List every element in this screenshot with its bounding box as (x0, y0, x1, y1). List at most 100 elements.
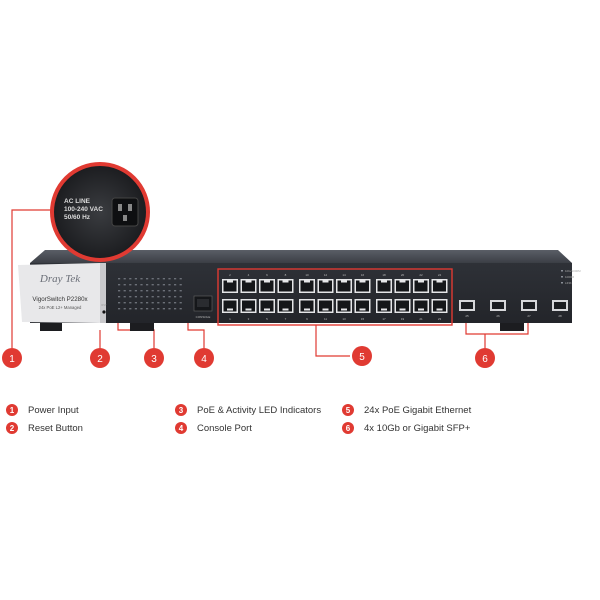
port-number: 8 (285, 273, 287, 277)
port-number: 3 (248, 317, 250, 321)
legend-label: 4x 10Gb or Gigabit SFP+ (364, 422, 471, 434)
ethernet-port (240, 299, 257, 313)
inset-line-1: AC LINE (64, 198, 91, 205)
led-dot (140, 284, 143, 286)
legend-label: Reset Button (28, 422, 83, 434)
led-dot (129, 296, 132, 298)
ethernet-port (354, 279, 371, 293)
led-dot (179, 278, 182, 280)
svg-text:4: 4 (201, 354, 207, 365)
port-number: 13 (342, 317, 346, 321)
callout-badge-2: 2 (90, 348, 110, 368)
model-subtitle: 24x PoE L2+ Managed (39, 305, 82, 310)
led-dot (168, 284, 171, 286)
ethernet-port (240, 279, 257, 293)
legend-item-poe-ethernet: 5 24x PoE Gigabit Ethernet (342, 402, 471, 418)
led-dot (129, 290, 132, 292)
led-dot (179, 308, 182, 310)
led-dot (151, 302, 154, 304)
led-dot (157, 308, 160, 310)
led-dot (179, 284, 182, 286)
ethernet-port (431, 279, 448, 293)
sfp-number: 28 (558, 314, 562, 318)
led-dot (174, 284, 177, 286)
legend-label: Console Port (197, 422, 252, 434)
status-led: LINK (561, 281, 572, 285)
legend-badge: 4 (175, 422, 187, 434)
svg-text:LINK: LINK (565, 281, 572, 285)
port-number: 21 (419, 317, 423, 321)
ethernet-port (394, 299, 411, 313)
led-dot (168, 302, 171, 304)
port-number: 2 (229, 273, 231, 277)
port-number: 18 (382, 273, 386, 277)
legend-label: PoE & Activity LED Indicators (197, 404, 322, 416)
led-dot (129, 302, 132, 304)
svg-text:5: 5 (359, 352, 365, 363)
led-dot (123, 290, 126, 292)
console-label: CONSOLE (196, 315, 211, 319)
reset-label: RST (101, 303, 107, 307)
legend-badge: 5 (342, 404, 354, 416)
led-dot (162, 284, 165, 286)
led-dot (146, 302, 149, 304)
led-dot (140, 296, 143, 298)
led-indicators (118, 278, 182, 310)
port-number: 7 (285, 317, 287, 321)
legend-item-console-port: 4 Console Port (175, 420, 252, 436)
brand-logo: Dray Tek (39, 273, 81, 285)
led-dot (123, 296, 126, 298)
port-number: 12 (324, 273, 328, 277)
svg-text:1000M: 1000M (565, 275, 575, 279)
led-dot (157, 290, 160, 292)
inset-line-3: 50/60 Hz (64, 214, 91, 221)
ethernet-port-grid (222, 279, 448, 313)
legend-badge: 2 (6, 422, 18, 434)
port-number: 15 (361, 317, 365, 321)
ethernet-port (317, 279, 334, 293)
port-number: 19 (401, 317, 405, 321)
led-dot (174, 290, 177, 292)
led-dot (118, 290, 121, 292)
led-dot (162, 302, 165, 304)
led-dot (151, 308, 154, 310)
led-dot (140, 290, 143, 292)
svg-text:3: 3 (151, 354, 157, 365)
led-dot (174, 278, 177, 280)
port-number: 17 (382, 317, 386, 321)
led-dot (146, 284, 149, 286)
legend-label: Power Input (28, 404, 79, 416)
led-dot (118, 302, 121, 304)
led-dot (146, 296, 149, 298)
ethernet-port (299, 299, 315, 313)
led-dot (123, 308, 126, 310)
led-dot (140, 302, 143, 304)
legend: 1 Power Input 2 Reset Button 3 PoE & Act… (0, 398, 600, 442)
console-port (193, 295, 213, 312)
led-dot (168, 308, 171, 310)
led-dot (134, 296, 137, 298)
led-dot (168, 278, 171, 280)
callout-badge-6: 6 (475, 348, 495, 368)
legend-item-led-indicators: 3 PoE & Activity LED Indicators (175, 402, 321, 418)
callout-badge-1: 1 (2, 348, 22, 368)
port-number: 24 (438, 273, 442, 277)
ethernet-port (394, 279, 411, 293)
led-dot (162, 278, 165, 280)
led-dot (157, 278, 160, 280)
ethernet-port (431, 299, 448, 313)
led-dot (134, 302, 137, 304)
legend-badge: 3 (175, 404, 187, 416)
led-dot (123, 302, 126, 304)
port-number: 11 (324, 317, 327, 321)
ethernet-port (336, 279, 352, 293)
led-dot (179, 290, 182, 292)
callout-badge-4: 4 (194, 348, 214, 368)
led-dot (146, 290, 149, 292)
led-dot (129, 308, 132, 310)
ethernet-port (376, 299, 392, 313)
port-number: 6 (266, 273, 268, 277)
led-dot (162, 290, 165, 292)
